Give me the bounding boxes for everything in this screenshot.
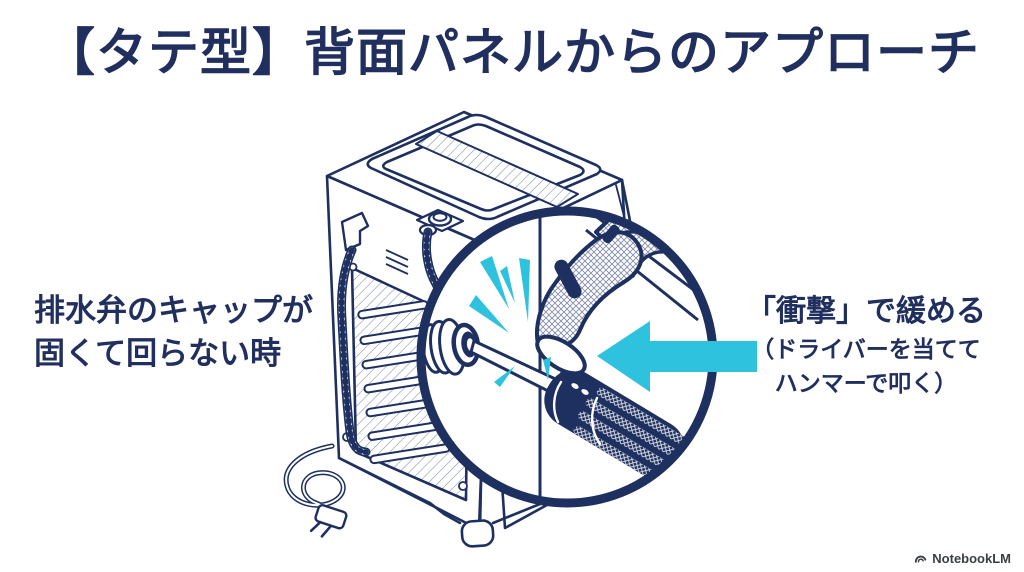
- callout-right-sub1: （ドライバーを当てて: [751, 336, 981, 362]
- page-title: 【タテ型】背面パネルからのアプローチ: [43, 24, 980, 81]
- drain-hose-icon: [337, 211, 371, 457]
- magnifier-circle: [416, 206, 718, 508]
- callout-left-line1: 排水弁のキャップが: [34, 293, 313, 328]
- impact-lines-icon: [469, 256, 551, 387]
- machine-base: [337, 456, 542, 548]
- notebooklm-watermark: NotebookLM: [913, 551, 1011, 566]
- callout-left-line2: 固くて回らない時: [34, 336, 282, 371]
- callout-right-heading: 「衝撃」で緩める: [746, 295, 986, 328]
- callout-left: 排水弁のキャップが 固くて回らない時: [34, 289, 313, 375]
- drain-cap-icon: [425, 318, 481, 376]
- plug-icon: [309, 504, 348, 538]
- hammer-face: [535, 334, 587, 376]
- notebooklm-label: NotebookLM: [932, 551, 1011, 566]
- arrow-left-icon: [597, 321, 757, 392]
- power-cord-icon: [283, 443, 348, 538]
- hammer-head: [535, 230, 644, 350]
- callout-right: 「衝撃」で緩める （ドライバーを当てて ハンマーで叩く）: [736, 292, 996, 400]
- notebooklm-logo-icon: [915, 555, 927, 563]
- callout-right-sub2: ハンマーで叩く）: [774, 370, 958, 396]
